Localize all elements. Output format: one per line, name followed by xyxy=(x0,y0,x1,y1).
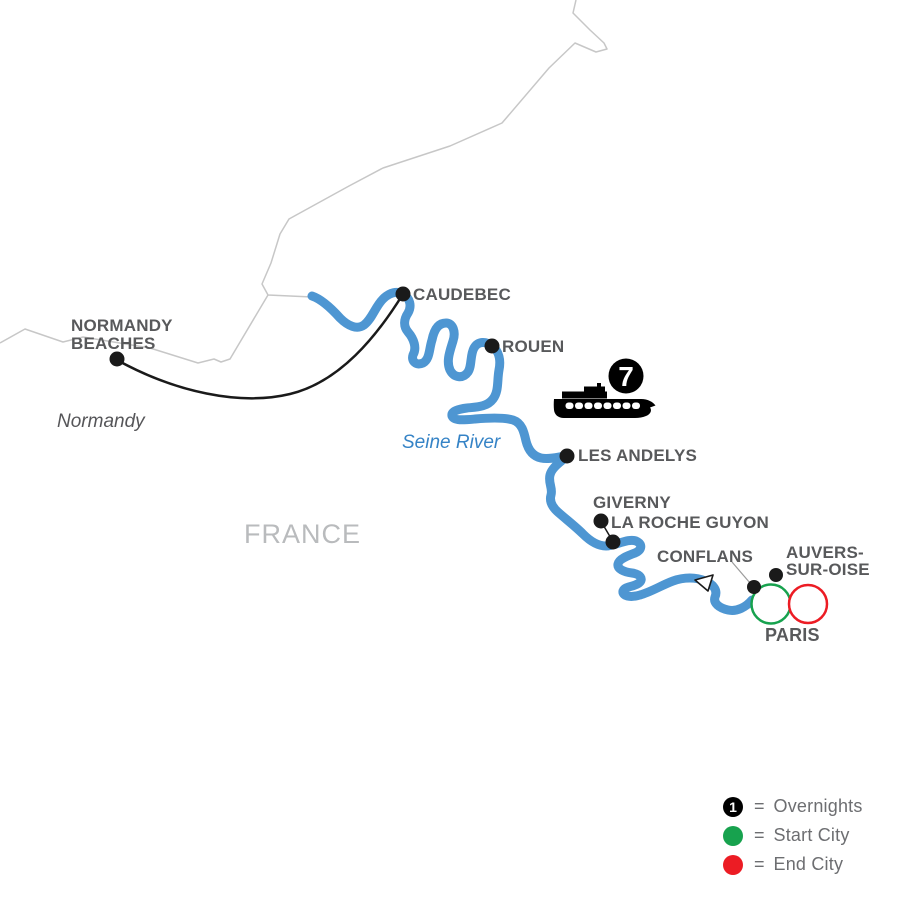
map-legend: 1 = Overnights = Start City = End City xyxy=(723,792,863,879)
legend-label-overnights: Overnights xyxy=(773,796,863,816)
city-label-caudebec: CAUDEBEC xyxy=(413,285,511,304)
overnights-count: 7 xyxy=(618,361,634,392)
caudebec-dot xyxy=(395,286,411,302)
end-city-circle xyxy=(787,583,829,625)
start-city-dot-icon xyxy=(723,825,743,846)
legend-label-end-city: End City xyxy=(773,854,844,874)
city-label-rouen: ROUEN xyxy=(502,337,565,356)
les-andelys-dot xyxy=(559,448,575,464)
river-label-seine: Seine River xyxy=(402,432,501,453)
legend-row-start-city: = Start City xyxy=(723,821,863,850)
city-label-auvers-sur-oise: AUVERS- SUR-OISE xyxy=(786,543,870,579)
direction-arrow-icon xyxy=(694,574,714,592)
end-city-dot-icon xyxy=(723,854,743,875)
conflans-dot xyxy=(747,580,761,594)
legend-equals-sign: = xyxy=(754,796,765,816)
giverny-dot xyxy=(593,513,609,529)
auvers-sur-oise-dot xyxy=(769,568,783,582)
ship-icon xyxy=(553,383,656,418)
city-label-normandy-beaches: NORMANDY BEACHES xyxy=(71,316,173,353)
city-label-les-andelys: LES ANDELYS xyxy=(578,446,698,465)
la-roche-guyon-dot xyxy=(605,534,621,550)
legend-row-overnights: 1 = Overnights xyxy=(723,792,863,821)
city-label-paris: PARIS xyxy=(765,625,820,645)
city-label-conflans: CONFLANS xyxy=(657,547,754,566)
excursion-route-line xyxy=(116,293,405,400)
legend-row-end-city: = End City xyxy=(723,850,863,879)
city-label-la-roche-guyon: LA ROCHE GUYON xyxy=(611,513,770,532)
city-label-giverny: GIVERNY xyxy=(593,493,671,512)
region-label-normandy: Normandy xyxy=(57,411,145,432)
conflans-pointer-line xyxy=(731,561,751,584)
rouen-dot xyxy=(484,338,500,354)
overnight-badge-number: 1 xyxy=(729,798,737,815)
seine-river-path xyxy=(307,287,757,615)
country-label-france: FRANCE xyxy=(244,519,362,549)
overnight-badge-icon: 1 xyxy=(723,796,743,817)
legend-equals-sign: = xyxy=(754,854,765,874)
coastline-north xyxy=(261,0,608,298)
legend-label-start-city: Start City xyxy=(773,825,850,845)
overnights-count-badge: 7 xyxy=(608,358,644,394)
coastline-west xyxy=(0,294,269,364)
normandy-beaches-dot xyxy=(109,351,125,367)
legend-equals-sign: = xyxy=(754,825,765,845)
